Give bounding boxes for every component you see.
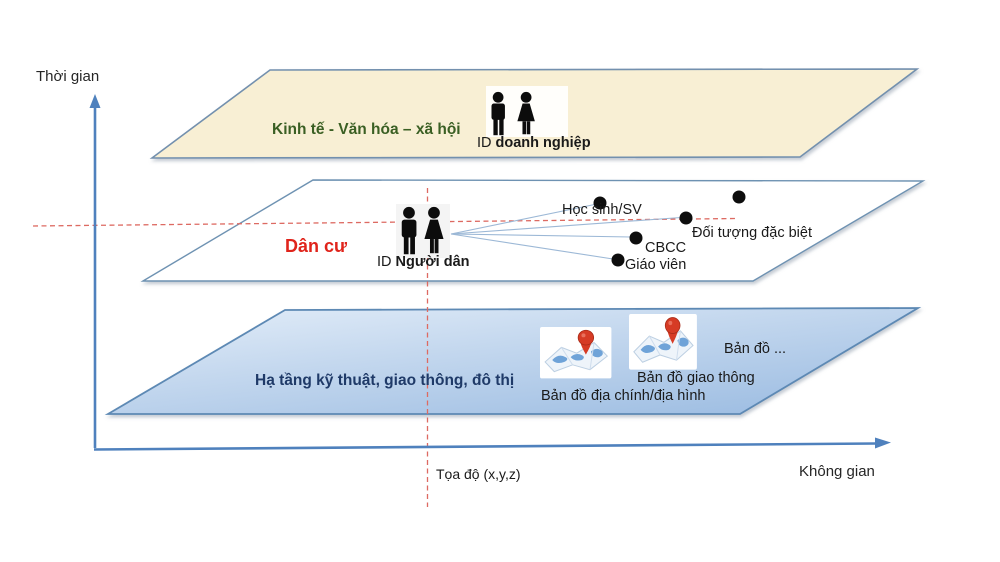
x-axis-arrowhead (875, 437, 891, 449)
population-id-prefix: ID (377, 254, 396, 270)
group-label-civil-servants: CBCC (645, 240, 687, 256)
map-label-traffic: Bản đồ giao thông (637, 370, 755, 386)
group-label-students: Học sinh/SV (562, 202, 642, 218)
dot-cbcc (629, 231, 643, 245)
economy-id-name: doanh nghiệp (495, 135, 591, 151)
population-group-dots (593, 190, 746, 267)
infrastructure-layer-label: Hạ tầng kỹ thuật, giao thông, đô thị (255, 372, 515, 389)
people-icon (486, 86, 568, 137)
population-connector-lines (450, 203, 682, 260)
x-axis-label: Không gian (799, 463, 875, 480)
economy-layer-label: Kinh tế - Văn hóa – xã hội (272, 121, 461, 138)
map-pin-icon (628, 313, 698, 371)
group-label-teachers: Giáo viên (625, 257, 687, 273)
economy-id-prefix: ID (477, 135, 496, 151)
population-id-label: ID Người dân (377, 254, 470, 271)
horizontal-guide-dashed-line (32, 217, 738, 227)
dot-hoc-sinh (593, 196, 607, 210)
map-label-cadastral: Bản đồ địa chính/địa hình (541, 388, 706, 404)
group-label-special-subjects: Đối tượng đặc biệt (692, 225, 812, 241)
population-layer-plane (140, 179, 926, 282)
map-pin-icon (539, 326, 612, 379)
dot-doi-tuong-dac-biet (679, 211, 693, 225)
x-axis (93, 437, 891, 451)
y-axis-arrowhead (89, 94, 101, 108)
infrastructure-layer-plane (104, 307, 922, 415)
y-axis-label: Thời gian (36, 68, 100, 85)
people-icon (396, 204, 450, 258)
population-id-name: Người dân (395, 254, 470, 270)
dot-giao-vien (611, 253, 625, 267)
origin-coordinates-label: Tọa độ (x,y,z) (436, 466, 521, 482)
population-layer-label: Dân cư (285, 236, 348, 256)
dot-unlabeled (732, 190, 746, 204)
map-label-other: Bản đồ ... (724, 341, 787, 357)
y-axis (89, 94, 101, 448)
economy-id-label: ID doanh nghiệp (477, 135, 591, 152)
